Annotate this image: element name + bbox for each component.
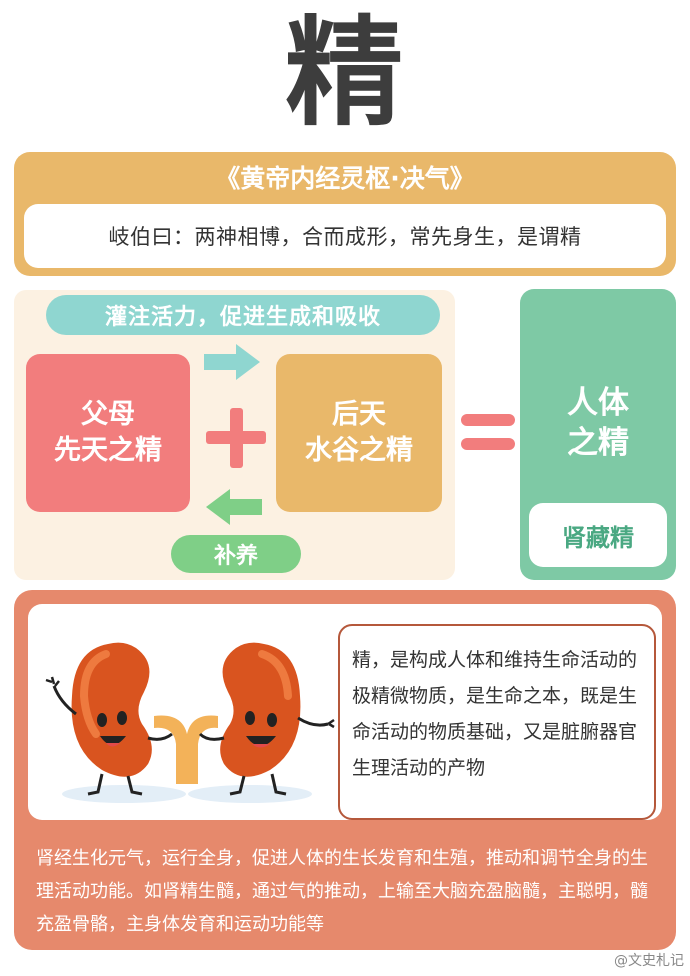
page-title: 精 [284,4,405,142]
acquired-essence-line1: 后天 [332,399,386,430]
human-essence-label: 人体 之精 [520,383,676,463]
human-essence-line1: 人体 [567,385,629,421]
equals-icon [461,414,515,450]
kidney-characters-illustration [45,642,335,803]
innate-essence-line2: 先天之精 [54,435,162,466]
explanation-card: 精，是构成人体和维持生命活动的极精微物质，是生命之本，既是生命活动的物质基础，又… [14,590,676,950]
acquired-essence-box: 后天 水谷之精 [276,354,442,512]
human-essence-line2: 之精 [567,425,629,461]
summary-text: 肾经生化元气，运行全身，促进人体的生长发育和生殖，推动和调节全身的生理活动功能。… [36,848,648,935]
arrow-right-icon [204,344,260,380]
quote-card: 《黄帝内经灵枢·决气》 岐伯曰：两神相博，合而成形，常先身生，是谓精 [14,152,676,276]
definition-text: 精，是构成人体和维持生命活动的极精微物质，是生命之本，既是生命活动的物质基础，又… [338,624,656,820]
innate-essence-line1: 父母 [81,399,135,430]
innate-essence-box: 父母 先天之精 [26,354,190,512]
plus-icon [206,408,266,468]
top-label-pill: 灌注活力，促进生成和吸收 [46,295,440,335]
arrow-left-icon [206,489,262,525]
bottom-label-pill: 补养 [171,535,301,573]
human-essence-card: 人体 之精 肾藏精 [520,289,676,580]
quote-text: 岐伯曰：两神相博，合而成形，常先身生，是谓精 [24,204,666,268]
kidney-stores-essence-pill: 肾藏精 [529,503,667,567]
watermark: @文史札记 [614,953,684,969]
quote-source-title: 《黄帝内经灵枢·决气》 [215,164,475,193]
acquired-essence-line2: 水谷之精 [305,435,413,466]
essence-diagram: 灌注活力，促进生成和吸收 父母 先天之精 后天 水谷之精 补养 [14,290,455,580]
illustration-panel: 精，是构成人体和维持生命活动的极精微物质，是生命之本，既是生命活动的物质基础，又… [28,604,662,820]
